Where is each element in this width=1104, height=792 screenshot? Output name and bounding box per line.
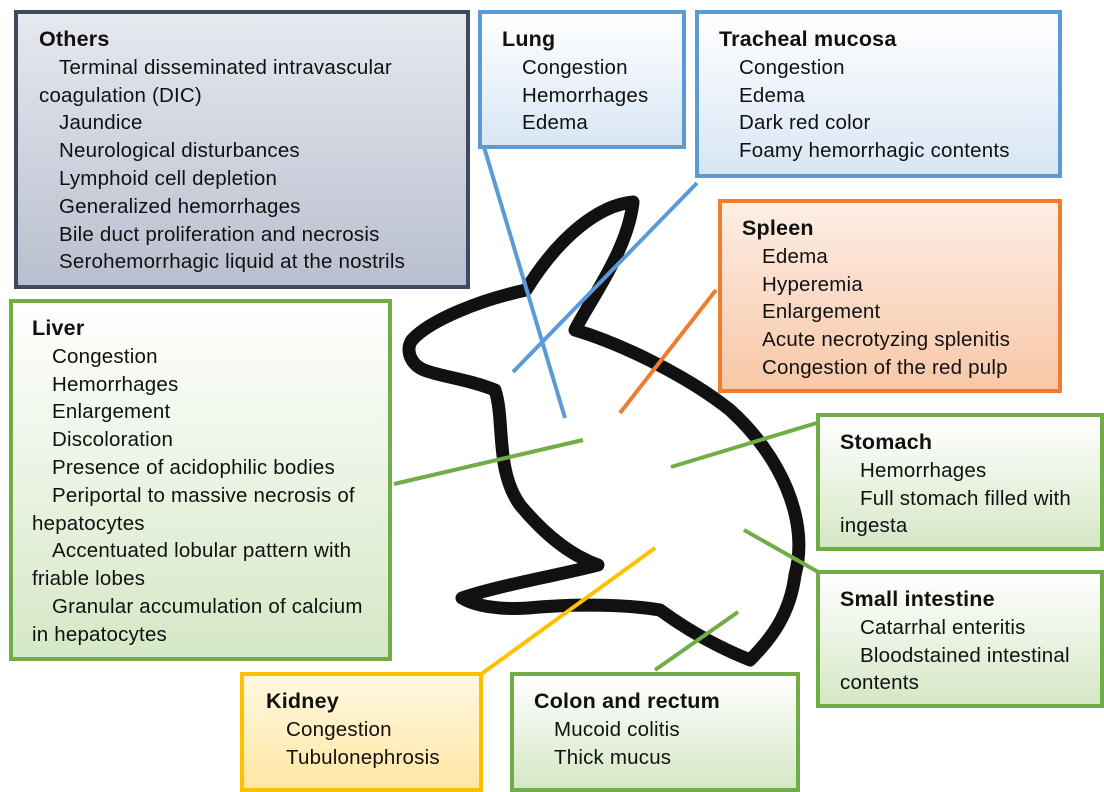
kidney-item: Tubulonephrosis xyxy=(266,744,469,772)
others-title: Others xyxy=(39,26,456,54)
spleen-item: Hyperemia xyxy=(742,271,1048,299)
colon-rectum-item: Mucoid colitis xyxy=(534,716,786,744)
lung-item: Congestion xyxy=(502,54,672,82)
spleen-title: Spleen xyxy=(742,215,1048,243)
others-item: Terminal disseminated intravascular coag… xyxy=(39,54,456,110)
liver-item: Hemorrhages xyxy=(32,371,378,399)
lung-box: Lung Congestion Hemorrhages Edema xyxy=(478,10,686,149)
liver-item: Enlargement xyxy=(32,398,378,426)
colon-rectum-box: Colon and rectum Mucoid colitis Thick mu… xyxy=(510,672,800,792)
liver-item: Accentuated lobular pattern with friable… xyxy=(32,537,378,593)
stomach-item: Full stomach filled with ingesta xyxy=(840,485,1090,541)
others-item: Bile duct proliferation and necrosis xyxy=(39,221,456,249)
others-box: Others Terminal disseminated intravascul… xyxy=(14,10,470,289)
small-intestine-title: Small intestine xyxy=(840,586,1090,614)
liver-item: Presence of acidophilic bodies xyxy=(32,454,378,482)
colon-rectum-item: Thick mucus xyxy=(534,744,786,772)
kidney-item: Congestion xyxy=(266,716,469,744)
tracheal-mucosa-box: Tracheal mucosa Congestion Edema Dark re… xyxy=(695,10,1062,178)
spleen-item: Enlargement xyxy=(742,298,1048,326)
spleen-item: Acute necrotyzing splenitis xyxy=(742,326,1048,354)
lung-title: Lung xyxy=(502,26,672,54)
liver-item: Periportal to massive necrosis of hepato… xyxy=(32,482,378,538)
others-item: Lymphoid cell depletion xyxy=(39,165,456,193)
tracheal-mucosa-item: Dark red color xyxy=(719,109,1048,137)
colon-rectum-title: Colon and rectum xyxy=(534,688,786,716)
small-intestine-item: Catarrhal enteritis xyxy=(840,614,1090,642)
connector-small-intestine xyxy=(744,530,820,573)
lung-item: Hemorrhages xyxy=(502,82,672,110)
spleen-item: Edema xyxy=(742,243,1048,271)
stomach-item: Hemorrhages xyxy=(840,457,1090,485)
tracheal-mucosa-item: Congestion xyxy=(719,54,1048,82)
tracheal-mucosa-item: Foamy hemorrhagic contents xyxy=(719,137,1048,165)
others-item: Jaundice xyxy=(39,109,456,137)
others-item: Serohemorrhagic liquid at the nostrils xyxy=(39,248,456,276)
stomach-title: Stomach xyxy=(840,429,1090,457)
small-intestine-box: Small intestine Catarrhal enteritis Bloo… xyxy=(816,570,1104,708)
liver-item: Granular accumulation of calcium in hepa… xyxy=(32,593,378,649)
connector-lung xyxy=(484,147,565,418)
others-item: Generalized hemorrhages xyxy=(39,193,456,221)
kidney-box: Kidney Congestion Tubulonephrosis xyxy=(240,672,483,792)
kidney-title: Kidney xyxy=(266,688,469,716)
liver-item: Congestion xyxy=(32,343,378,371)
lung-item: Edema xyxy=(502,109,672,137)
small-intestine-item: Bloodstained intestinal contents xyxy=(840,642,1090,698)
liver-title: Liver xyxy=(32,315,378,343)
connector-liver xyxy=(394,440,583,484)
spleen-box: Spleen Edema Hyperemia Enlargement Acute… xyxy=(718,199,1062,393)
tracheal-mucosa-item: Edema xyxy=(719,82,1048,110)
liver-item: Discoloration xyxy=(32,426,378,454)
others-item: Neurological disturbances xyxy=(39,137,456,165)
tracheal-mucosa-title: Tracheal mucosa xyxy=(719,26,1048,54)
stomach-box: Stomach Hemorrhages Full stomach filled … xyxy=(816,413,1104,551)
spleen-item: Congestion of the red pulp xyxy=(742,354,1048,382)
liver-box: Liver Congestion Hemorrhages Enlargement… xyxy=(9,299,392,661)
